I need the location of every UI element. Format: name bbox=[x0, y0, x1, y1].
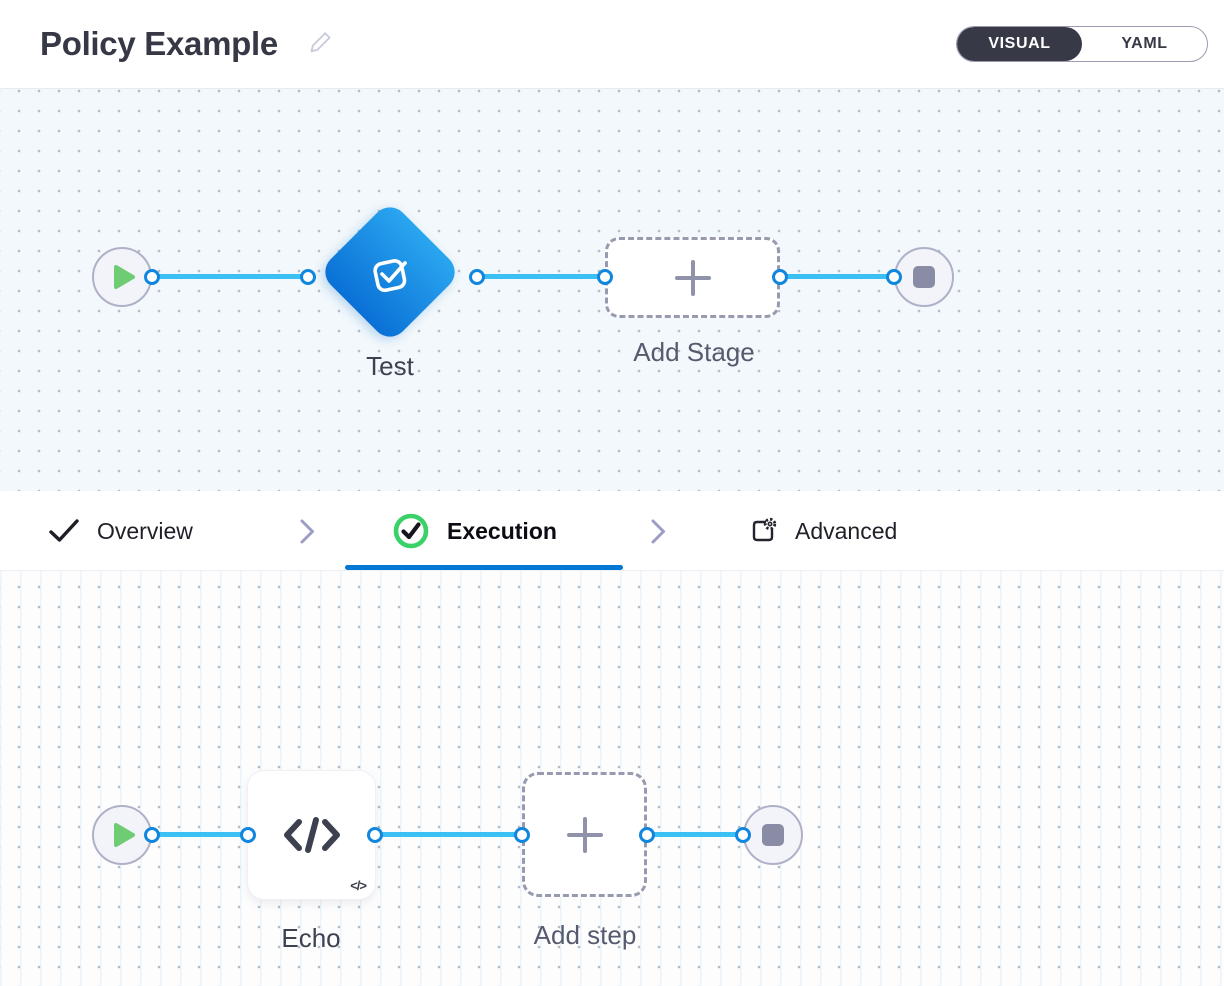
tab-advanced-label: Advanced bbox=[795, 517, 898, 544]
pipeline-start-node bbox=[92, 247, 152, 307]
page-title: Policy Example bbox=[40, 25, 278, 62]
add-stage-label: Add Stage bbox=[633, 337, 755, 367]
tab-overview-label: Overview bbox=[97, 517, 193, 544]
check-icon bbox=[48, 518, 80, 544]
connector-port[interactable] bbox=[514, 827, 530, 843]
connector-edge bbox=[152, 832, 248, 837]
chevron-right-icon bbox=[649, 518, 667, 550]
step-end-node bbox=[743, 805, 803, 865]
connector-port[interactable] bbox=[597, 269, 613, 285]
stage-tab-bar: Overview Execution bbox=[0, 491, 1224, 571]
toggle-visual-button[interactable]: VISUAL bbox=[957, 27, 1082, 61]
connector-edge bbox=[152, 274, 308, 279]
add-step-label: Add step bbox=[533, 920, 637, 950]
stage-canvas[interactable]: Test Add Stage bbox=[0, 89, 1224, 491]
code-icon bbox=[280, 811, 344, 859]
plus-icon bbox=[672, 257, 714, 299]
check-circle-icon bbox=[392, 512, 430, 550]
connector-port[interactable] bbox=[300, 269, 316, 285]
connector-edge bbox=[375, 832, 522, 837]
stop-icon bbox=[913, 266, 935, 288]
step-node-echo[interactable]: </> bbox=[248, 771, 375, 899]
stage-node-label: Test bbox=[366, 351, 414, 381]
header: Policy Example VISUAL YAML bbox=[0, 0, 1224, 89]
add-step-button[interactable] bbox=[522, 772, 647, 897]
connector-edge bbox=[647, 832, 743, 837]
advanced-settings-icon bbox=[748, 516, 778, 546]
step-start-node bbox=[92, 805, 152, 865]
view-mode-toggle: VISUAL YAML bbox=[956, 26, 1208, 62]
pipeline-end-node bbox=[894, 247, 954, 307]
stop-icon bbox=[762, 824, 784, 846]
plus-icon bbox=[564, 814, 606, 856]
play-icon bbox=[112, 821, 137, 849]
tab-overview[interactable]: Overview bbox=[48, 491, 193, 571]
tab-execution[interactable]: Execution bbox=[392, 491, 557, 571]
connector-port[interactable] bbox=[144, 269, 160, 285]
connector-port[interactable] bbox=[886, 269, 902, 285]
add-stage-button[interactable] bbox=[605, 237, 780, 318]
connector-port[interactable] bbox=[469, 269, 485, 285]
pencil-icon bbox=[308, 29, 334, 60]
connector-port[interactable] bbox=[144, 827, 160, 843]
stage-check-icon bbox=[355, 237, 426, 308]
chevron-right-icon bbox=[298, 518, 316, 550]
step-type-badge: </> bbox=[350, 878, 367, 893]
edit-title-button[interactable] bbox=[306, 29, 336, 59]
connector-edge bbox=[780, 274, 894, 279]
tab-execution-label: Execution bbox=[447, 517, 557, 544]
stage-node-test[interactable] bbox=[317, 199, 463, 345]
execution-step-canvas[interactable]: </> Echo Add step bbox=[0, 571, 1224, 986]
active-tab-underline bbox=[345, 565, 623, 570]
tab-advanced[interactable]: Advanced bbox=[748, 491, 897, 571]
step-node-label: Echo bbox=[281, 923, 341, 953]
connector-port[interactable] bbox=[240, 827, 256, 843]
connector-port[interactable] bbox=[772, 269, 788, 285]
connector-edge bbox=[477, 274, 605, 279]
connector-port[interactable] bbox=[735, 827, 751, 843]
play-icon bbox=[112, 263, 137, 291]
toggle-yaml-button[interactable]: YAML bbox=[1121, 35, 1168, 52]
connector-port[interactable] bbox=[367, 827, 383, 843]
connector-port[interactable] bbox=[639, 827, 655, 843]
